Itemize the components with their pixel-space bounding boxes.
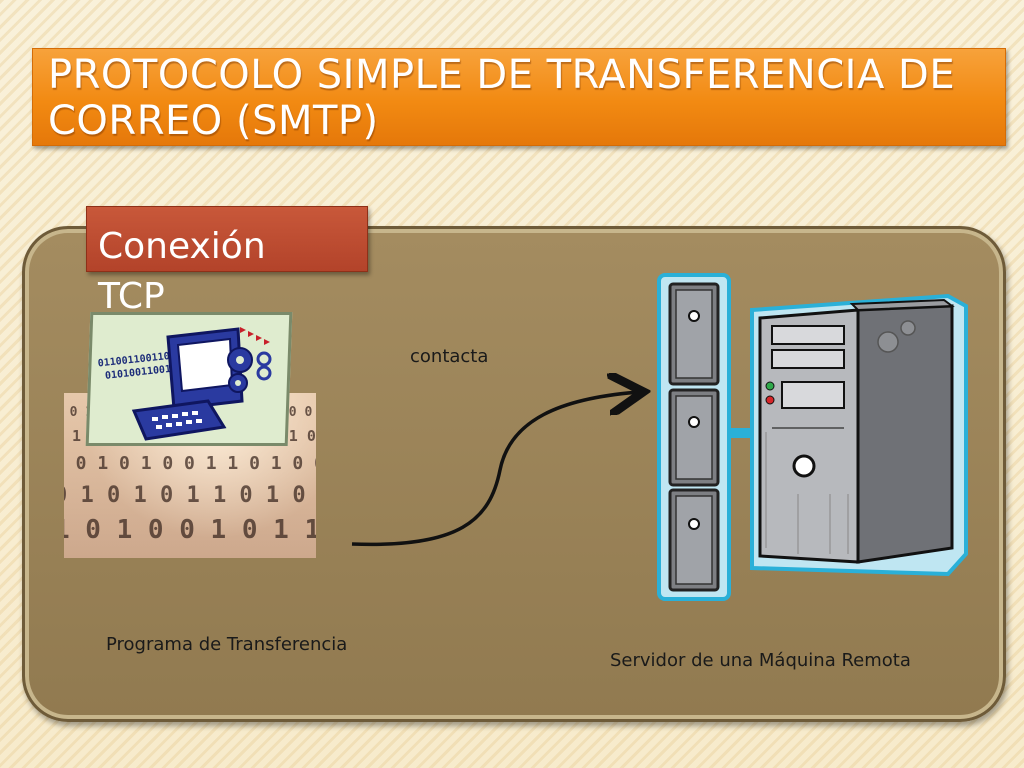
connection-arrow	[351, 370, 660, 547]
title-bar	[32, 48, 1006, 146]
rack-connector	[728, 428, 754, 438]
client-label: Programa de Transferencia	[106, 634, 348, 655]
slide-title: PROTOCOLO SIMPLE DE TRANSFERENCIA DE COR…	[48, 52, 956, 144]
computer-binary-icon: 01100110011001100 0101001100110011	[97, 327, 272, 441]
section-label: Conexión TCP	[98, 226, 266, 317]
section-label-box	[86, 206, 368, 272]
arrow-label: contacta	[410, 346, 489, 367]
server-tower-icon	[750, 293, 968, 577]
server-label: Servidor de una Máquina Remota	[610, 650, 911, 671]
server-rack-icon	[657, 273, 731, 601]
